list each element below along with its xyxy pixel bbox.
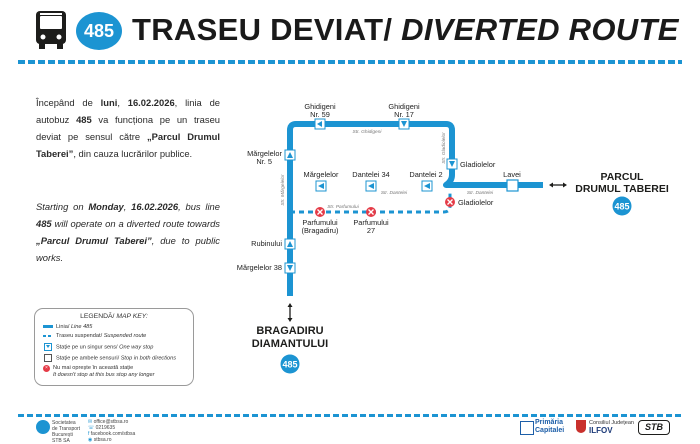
notice-ro: Începând de luni, 16.02.2026, linia de a…	[36, 97, 221, 159]
east-route-badge	[612, 196, 632, 216]
stop-dantelei-34	[365, 180, 377, 192]
footer-divider	[18, 414, 682, 417]
consiliul-logo: Consiliul Județean ILFOV	[589, 420, 634, 435]
street-margelelor: Str. Mărgelelor	[280, 174, 286, 206]
label-dantelei2: Dantelei 2	[409, 170, 442, 179]
stop-gladiolelor-top	[446, 158, 458, 170]
title-ro: TRASEU DEVIAT/	[132, 12, 402, 47]
label-ghidigeni59-2: Nr. 59	[310, 110, 330, 119]
label-rubinului: Rubinului	[251, 239, 282, 248]
route-number-badge: 485	[76, 12, 122, 50]
no-stop-parfumului-bragadiru	[315, 207, 325, 217]
stop-margelelor-5	[284, 149, 296, 161]
street-ghidigeni: Str. Ghidigeni	[353, 129, 383, 135]
web-icon: ◉	[88, 437, 93, 443]
legend-both: Stație pe ambele sensuri/ Stop in both d…	[43, 354, 176, 362]
stop-rubinului	[284, 238, 296, 250]
title-en: DIVERTED ROUTE	[401, 12, 679, 47]
phone-icon: ☏	[88, 425, 95, 431]
bus-icon	[34, 10, 68, 50]
south-route-badge	[280, 354, 300, 374]
legend-oneway: Stație pe un singur sens/ One way stop	[43, 343, 153, 351]
no-stop-gladiolelor	[445, 197, 455, 207]
label-parfumului-brag-2: (Bragadiru)	[302, 226, 339, 235]
map-legend: LEGENDĂ/ MAP KEY: Linia/ Line 485 Traseu…	[34, 308, 194, 386]
stop-ghidigeni-17	[398, 118, 410, 130]
legend-suspended: Traseu suspendat/ Suspended route	[43, 333, 146, 339]
street-gladiolelor: Str. Gladiolelor	[441, 132, 447, 164]
label-margelelor5-2: Nr. 5	[256, 157, 272, 166]
no-stop-parfumului-27	[366, 207, 376, 217]
east-terminal-arrow	[549, 182, 567, 188]
legend-line: Linia/ Line 485	[43, 324, 92, 330]
stop-ghidigeni-59	[314, 118, 326, 130]
label-gladiolelor-top: Gladiolelor	[460, 160, 496, 169]
stop-margelelor-38	[284, 262, 296, 274]
stb-org-logo	[36, 420, 50, 434]
label-margelelor: Mărgelelor	[304, 170, 339, 179]
mail-icon: ✉	[88, 419, 93, 425]
header-divider	[18, 60, 682, 64]
label-parfumului27-2: 27	[367, 226, 375, 235]
ilfov-crest-icon	[576, 420, 586, 433]
south-route-badge-text: 485	[282, 360, 297, 370]
label-dantelei34: Dantelei 34	[352, 170, 389, 179]
stop-margelelor	[315, 180, 327, 192]
terminal-south-1: BRAGADIRU	[256, 325, 323, 337]
route-line	[287, 121, 543, 296]
label-parfumului27-1: Parfumului	[353, 218, 389, 227]
notice-en: Starting on Monday, 16.02.2026, bus line…	[36, 201, 220, 263]
label-ghidigeni59-1: Ghidigeni	[304, 102, 336, 111]
terminal-east-2: DRUMUL TABEREI	[575, 183, 669, 195]
label-lavei: Lavei	[503, 170, 521, 179]
terminal-east-1: PARCUL	[601, 171, 645, 183]
stop-dantelei-2	[421, 180, 433, 192]
label-gladiolelor-bottom: Gladiolelor	[458, 198, 494, 207]
street-dantelei-a: Str. Dantelei	[381, 190, 408, 196]
label-margelelor38: Mărgelelor 38	[237, 263, 282, 272]
label-margelelor5-1: Mărgelelor	[247, 149, 282, 158]
both-stop-icon	[44, 354, 52, 362]
label-parfumului-brag-1: Parfumului	[302, 218, 338, 227]
page-title: TRASEU DEVIAT/ DIVERTED ROUTE	[132, 12, 679, 48]
street-dantelei-b: Str. Dantelei	[467, 190, 494, 196]
label-ghidigeni17-1: Ghidigeni	[388, 102, 420, 111]
primaria-logo-icon	[520, 421, 534, 435]
no-stop-icon: ×	[43, 365, 50, 372]
south-terminal-arrow	[287, 303, 293, 322]
terminal-south-2: DIAMANTULUI	[252, 338, 328, 350]
stop-lavei	[506, 179, 519, 192]
contact-info: ✉ office@stbsa.ro ☏ 0219635 f facebook.c…	[88, 419, 136, 443]
stb-logo: STB	[638, 420, 670, 435]
legend-title: LEGENDĂ/ MAP KEY:	[80, 313, 148, 320]
oneway-stop-icon	[44, 343, 52, 351]
label-ghidigeni17-2: Nr. 17	[394, 110, 414, 119]
east-route-badge-text: 485	[614, 202, 629, 212]
street-parfumului: Str. Parfumului	[327, 204, 359, 210]
